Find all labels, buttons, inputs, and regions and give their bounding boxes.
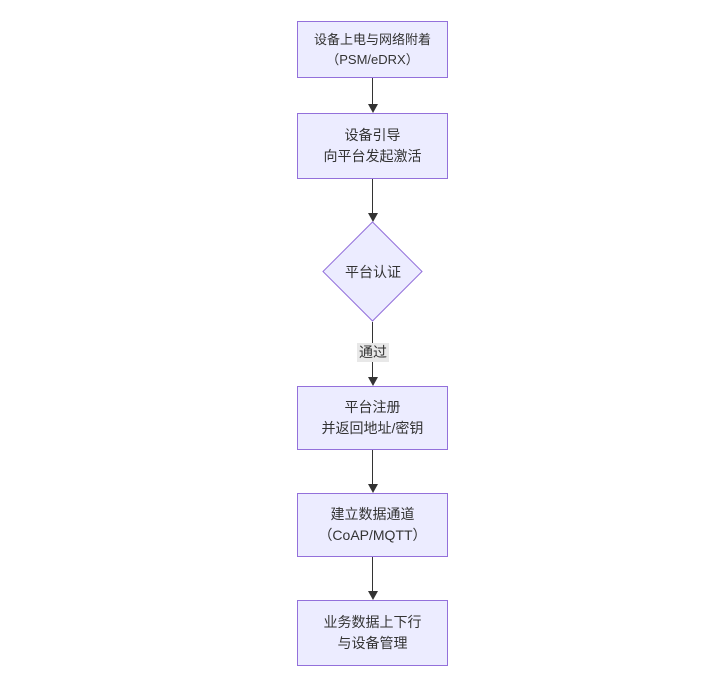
node-text-line: 向平台发起激活 xyxy=(323,148,422,164)
flow-node-platform-register: 平台注册 并返回地址/密钥 xyxy=(297,386,448,450)
arrowhead-down-icon xyxy=(368,591,378,600)
arrowhead-down-icon xyxy=(368,484,378,493)
node-text-line: 设备引导 xyxy=(344,127,401,143)
edge-line xyxy=(372,78,373,105)
node-text-line: 建立数据通道 xyxy=(330,506,415,522)
edge-line xyxy=(372,557,373,592)
node-text-line: 业务数据上下行 xyxy=(323,614,422,630)
node-text-line: 与设备管理 xyxy=(337,635,408,651)
decision-node-label: 平台认证 xyxy=(345,264,401,280)
flow-node-data-channel: 建立数据通道 （CoAP/MQTT） xyxy=(297,493,448,557)
node-text-line: 设备上电与网络附着 xyxy=(313,31,431,47)
flow-node-bootstrap-activate: 设备引导 向平台发起激活 xyxy=(297,113,448,179)
edge-line xyxy=(372,450,373,485)
node-text-line: 并返回地址/密钥 xyxy=(321,420,424,436)
node-text-line: 平台注册 xyxy=(344,399,401,415)
arrowhead-down-icon xyxy=(368,213,378,222)
edge-label-pass: 通过 xyxy=(357,343,389,362)
flow-node-business-data: 业务数据上下行 与设备管理 xyxy=(297,600,448,666)
arrowhead-down-icon xyxy=(368,104,378,113)
edge-line xyxy=(372,179,373,214)
node-text-line: （PSM/eDRX） xyxy=(326,51,419,67)
arrowhead-down-icon xyxy=(368,377,378,386)
node-text-line: （CoAP/MQTT） xyxy=(318,527,427,543)
flow-node-power-attach: 设备上电与网络附着 （PSM/eDRX） xyxy=(297,21,448,78)
